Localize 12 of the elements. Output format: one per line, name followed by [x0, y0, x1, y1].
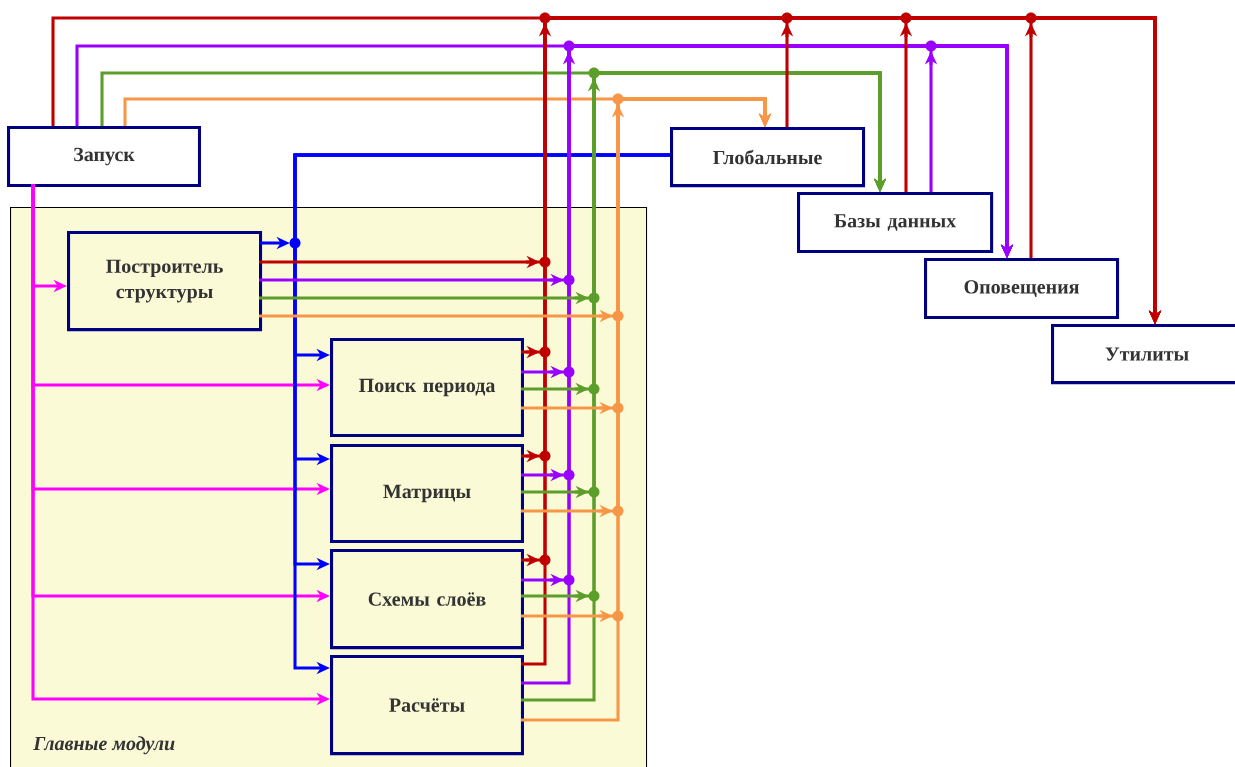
module-box: Матрицы — [330, 444, 524, 544]
module-box: Запуск — [7, 126, 201, 188]
module-box: Схемы слоёв — [330, 549, 524, 650]
module-box: Построитель структуры — [67, 231, 263, 332]
connector-arrow — [521, 67, 887, 702]
module-box: Расчёты — [330, 655, 524, 756]
module-box: Глобальные — [670, 127, 866, 188]
module-box: Утилиты — [1051, 324, 1235, 385]
module-box: Оповещения — [924, 258, 1120, 320]
module-box: Поиск периода — [330, 338, 524, 438]
module-box: Базы данных — [797, 192, 994, 254]
connector-arrow — [521, 93, 772, 722]
